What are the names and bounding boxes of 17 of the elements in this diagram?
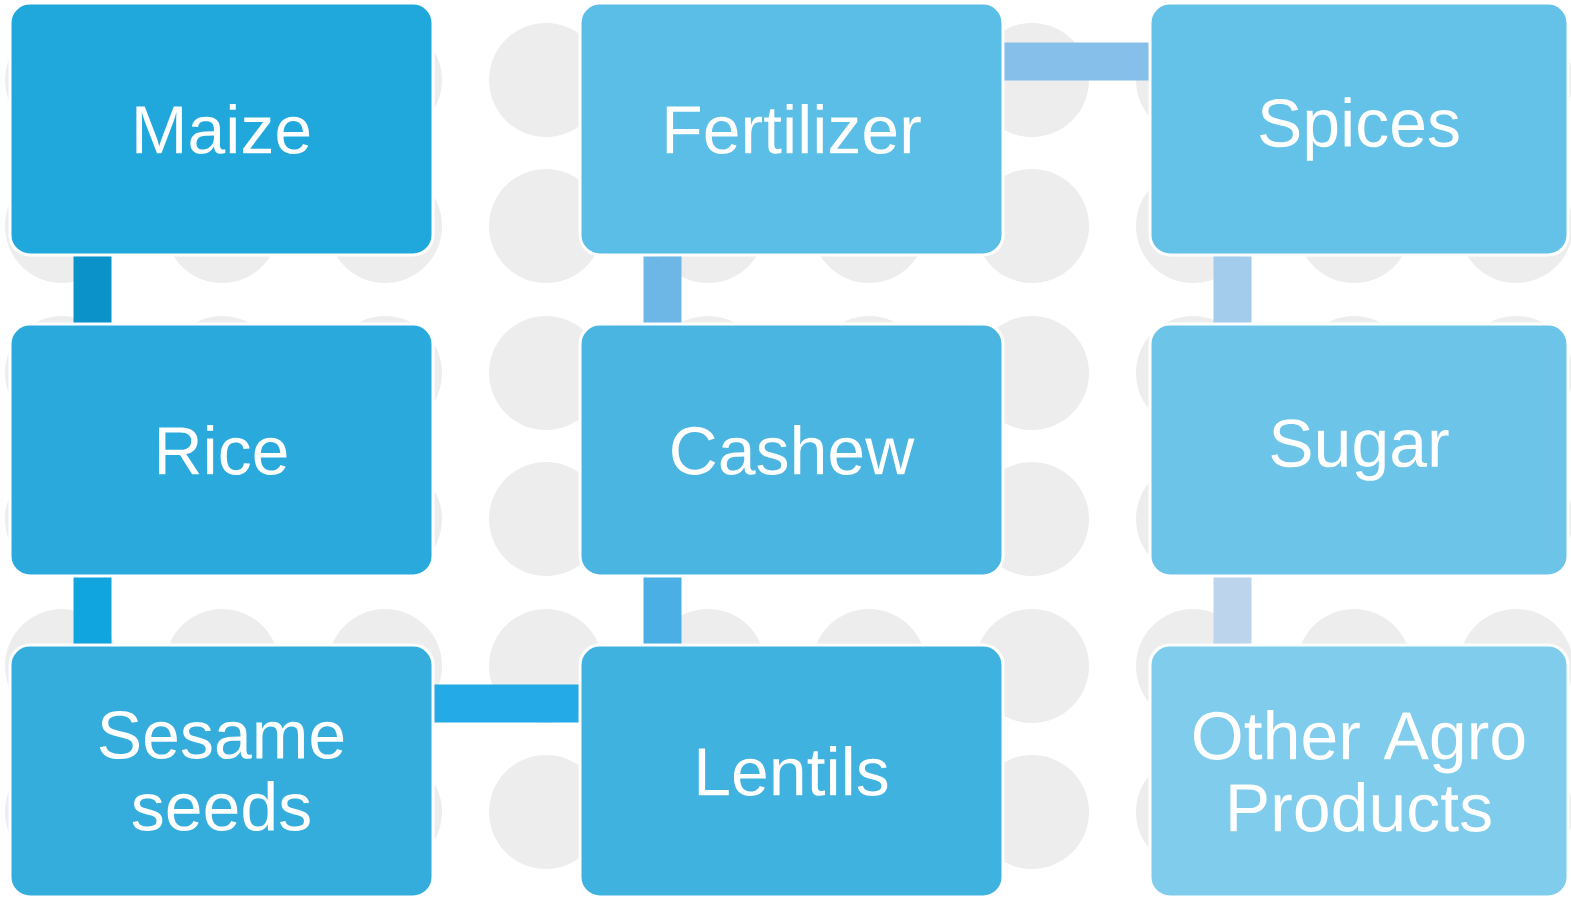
connector (643, 256, 682, 323)
process-box: Sugar (1148, 322, 1570, 578)
connector (643, 577, 682, 644)
process-box: Cashew (578, 322, 1005, 578)
process-box: Fertilizer (578, 1, 1005, 257)
connector (1004, 42, 1149, 81)
connector (434, 684, 579, 723)
process-box: Lentils (578, 643, 1005, 899)
connector (1213, 577, 1252, 644)
process-box: Other Agro Products (1148, 643, 1570, 899)
process-box: Maize (8, 1, 435, 257)
connector (73, 256, 112, 323)
process-box: Spices (1148, 1, 1570, 257)
process-box: Sesame seeds (8, 643, 435, 899)
connector (73, 577, 112, 644)
connector (1213, 256, 1252, 323)
process-box: Rice (8, 322, 435, 578)
